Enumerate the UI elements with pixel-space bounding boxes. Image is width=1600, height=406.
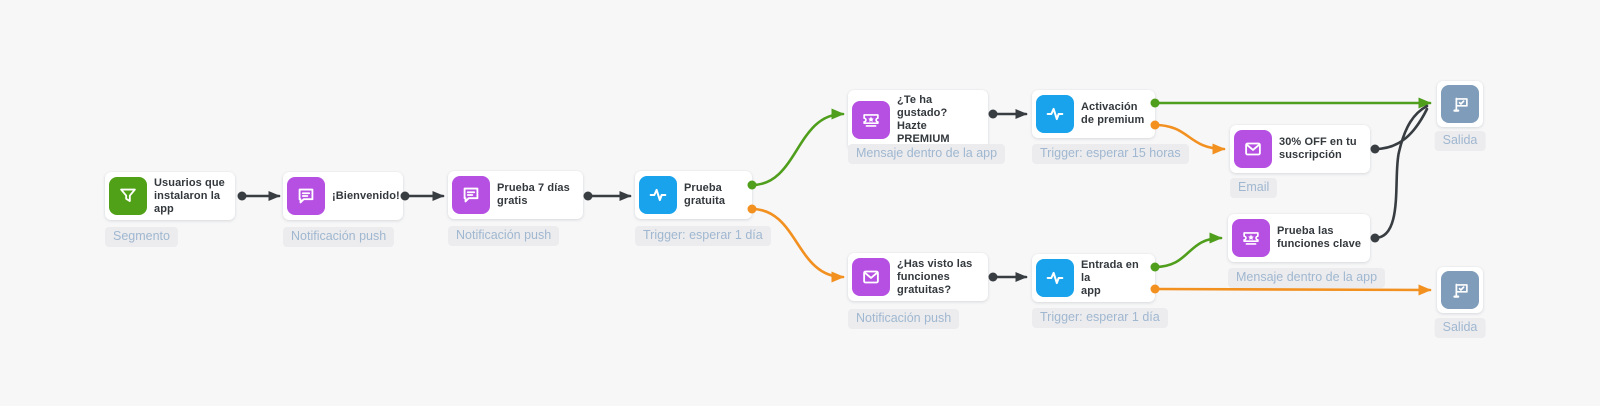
output-port[interactable] — [237, 191, 247, 201]
edge-discountemail-to-exittop — [1373, 107, 1429, 151]
node-app-entry-trigger[interactable]: Entrada en la app — [1032, 254, 1155, 302]
node-type-badge: Salida — [1434, 131, 1486, 151]
output-port[interactable] — [1370, 233, 1380, 243]
node-title: ¡Bienvenido! — [332, 189, 400, 202]
node-premium-upsell-message[interactable]: ¿Te ha gustado? Hazte PREMIUM — [848, 90, 988, 150]
node-key-features-message[interactable]: Prueba las funciones clave — [1228, 214, 1370, 262]
node-exit-top[interactable] — [1437, 81, 1483, 127]
output-port[interactable] — [583, 191, 593, 201]
pulse-icon — [1036, 95, 1074, 133]
pulse-icon — [639, 176, 677, 214]
chat-icon — [452, 176, 490, 214]
node-type-badge: Trigger: esperar 1 día — [635, 226, 771, 246]
ticket-icon — [1232, 219, 1270, 257]
node-type-badge: Mensaje dentro de la app — [1228, 268, 1386, 288]
node-type-badge: Notificación push — [448, 226, 560, 246]
node-trial-7-days[interactable]: Prueba 7 días gratis — [448, 171, 583, 219]
node-type-badge: Trigger: esperar 1 día — [1032, 308, 1168, 328]
output-port[interactable] — [988, 272, 998, 282]
edge-keyfeatures-to-exittop — [1373, 104, 1429, 240]
node-segment[interactable]: Usuarios que instalaron la app — [105, 172, 235, 220]
node-type-badge: Notificación push — [283, 227, 395, 247]
node-title: Prueba las funciones clave — [1277, 225, 1362, 250]
output-port[interactable] — [988, 109, 998, 119]
node-title: Prueba 7 días gratis — [497, 182, 570, 207]
flag-icon — [1441, 271, 1479, 309]
node-type-badge: Mensaje dentro de la app — [848, 144, 1006, 164]
ticket-icon — [852, 101, 890, 139]
node-type-badge: Notificación push — [848, 309, 960, 329]
node-title: Prueba gratuita — [684, 182, 726, 207]
funnel-icon — [109, 177, 147, 215]
node-type-badge: Email — [1230, 178, 1278, 198]
edge-appentry-to-exitbottom — [1153, 284, 1432, 296]
node-title: 30% OFF en tu suscripción — [1279, 136, 1357, 161]
node-title: ¿Has visto las funciones gratuitas? — [897, 257, 973, 296]
node-welcome[interactable]: ¡Bienvenido! — [283, 172, 403, 220]
node-title: Activación de premium — [1081, 101, 1145, 126]
mail-icon — [852, 258, 890, 296]
node-free-trial-trigger[interactable]: Prueba gratuita — [635, 171, 752, 219]
node-free-features-push[interactable]: ¿Has visto las funciones gratuitas? — [848, 253, 988, 301]
node-title: Entrada en la app — [1081, 258, 1139, 297]
node-premium-activation-trigger[interactable]: Activación de premium — [1032, 90, 1155, 138]
edge-freetrial-to-premiumupsell — [750, 108, 845, 187]
chat-icon — [287, 177, 325, 215]
node-discount-email[interactable]: 30% OFF en tu suscripción — [1230, 125, 1370, 173]
node-type-badge: Salida — [1434, 318, 1486, 338]
node-title: ¿Te ha gustado? Hazte PREMIUM — [897, 94, 950, 145]
mail-icon — [1234, 130, 1272, 168]
node-type-badge: Trigger: esperar 15 horas — [1032, 144, 1189, 164]
node-type-badge: Segmento — [105, 227, 178, 247]
pulse-icon — [1036, 259, 1074, 297]
node-exit-bottom[interactable] — [1437, 267, 1483, 313]
flag-icon — [1441, 85, 1479, 123]
edge-appentry-to-keyfeatures — [1153, 232, 1223, 269]
output-port[interactable] — [1370, 144, 1380, 154]
node-title: Usuarios que instalaron la app — [154, 176, 225, 215]
